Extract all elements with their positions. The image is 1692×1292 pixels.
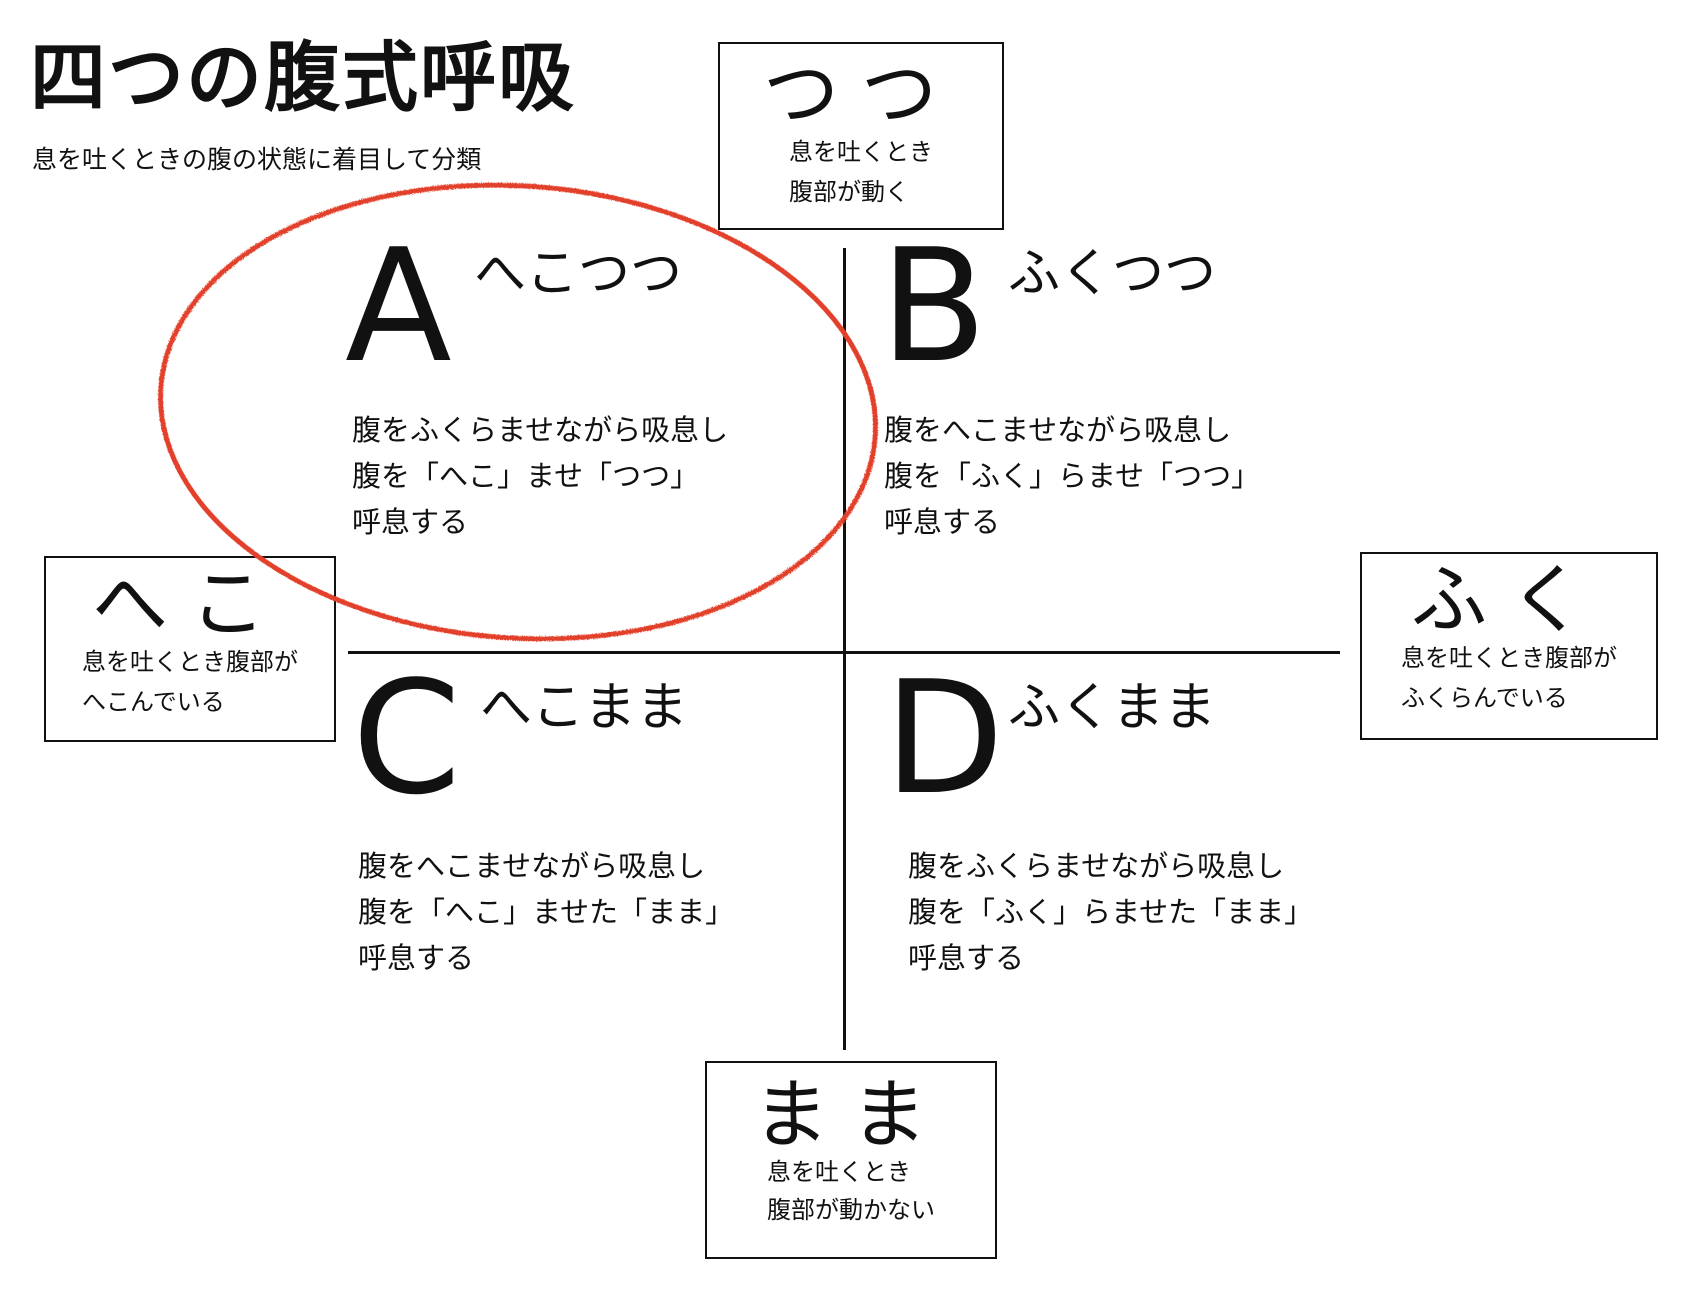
- axis-desc-line: 息を吐くとき腹部が: [82, 648, 298, 676]
- quadrant-b-description: 腹をへこませながら吸息し 腹を「ふく」らませ「つつ」 呼息する: [884, 407, 1260, 545]
- axis-label-heko: へこ: [92, 559, 288, 648]
- axis-desc-line: 息を吐くとき腹部が: [1401, 644, 1617, 672]
- quadrant-c-letter: C: [352, 647, 461, 829]
- axis-label-fuku: ふく: [1411, 555, 1607, 644]
- horizontal-axis-line: [348, 651, 1340, 654]
- page-title: 四つの腹式呼吸: [30, 33, 576, 122]
- axis-desc-line: へこんでいる: [82, 688, 225, 716]
- quadrant-a-description: 腹をふくらませながら吸息し 腹を「へこ」ませ「つつ」 呼息する: [352, 407, 728, 545]
- axis-box-heko: へこ 息を吐くとき腹部が へこんでいる: [44, 556, 336, 742]
- axis-desc-line: 腹部が動かない: [767, 1196, 935, 1224]
- quadrant-d-letter: D: [884, 647, 1005, 829]
- axis-label-tsutsu: つつ: [763, 49, 959, 138]
- quadrant-c-description: 腹をへこませながら吸息し 腹を「へこ」ませた「まま」 呼息する: [358, 843, 734, 981]
- quadrant-desc-line: 呼息する: [352, 505, 469, 539]
- axis-desc-tsutsu: 息を吐くとき 腹部が動く: [789, 132, 933, 212]
- quadrant-a-letter: A: [345, 215, 452, 397]
- quadrant-desc-line: 腹をふくらませながら吸息し: [908, 849, 1285, 883]
- vertical-axis-line: [843, 248, 846, 1050]
- quadrant-desc-line: 腹をへこませながら吸息し: [358, 849, 706, 883]
- axis-box-tsutsu: つつ 息を吐くとき 腹部が動く: [718, 42, 1004, 230]
- axis-label-mama: まま: [753, 1070, 949, 1159]
- quadrant-desc-line: 呼息する: [358, 941, 475, 975]
- axis-desc-fuku: 息を吐くとき腹部が ふくらんでいる: [1401, 638, 1617, 718]
- page-subtitle: 息を吐くときの腹の状態に着目して分類: [32, 145, 482, 174]
- quadrant-a-name: へこつつ: [474, 244, 683, 304]
- axis-desc-heko: 息を吐くとき腹部が へこんでいる: [82, 642, 298, 722]
- quadrant-d-name: ふくまま: [1008, 678, 1217, 738]
- quadrant-c-name: へこまま: [480, 678, 689, 738]
- quadrant-desc-line: 腹を「ふく」らませ「つつ」: [884, 459, 1261, 493]
- axis-desc-mama: 息を吐くとき 腹部が動かない: [767, 1153, 935, 1229]
- axis-desc-line: 息を吐くとき: [767, 1158, 911, 1186]
- quadrant-b-letter: B: [880, 215, 988, 397]
- axis-desc-line: 腹部が動く: [789, 178, 909, 206]
- quadrant-desc-line: 呼息する: [908, 941, 1025, 975]
- axis-desc-line: 息を吐くとき: [789, 138, 933, 166]
- quadrant-d-description: 腹をふくらませながら吸息し 腹を「ふく」らませた「まま」 呼息する: [908, 843, 1313, 981]
- quadrant-desc-line: 腹を「へこ」ませた「まま」: [358, 895, 735, 929]
- quadrant-desc-line: 腹をふくらませながら吸息し: [352, 413, 729, 447]
- quadrant-desc-line: 腹を「へこ」ませ「つつ」: [352, 459, 700, 493]
- quadrant-b-name: ふくつつ: [1008, 244, 1217, 304]
- axis-box-fuku: ふく 息を吐くとき腹部が ふくらんでいる: [1360, 552, 1658, 740]
- axis-desc-line: ふくらんでいる: [1401, 684, 1568, 712]
- axis-box-mama: まま 息を吐くとき 腹部が動かない: [705, 1061, 997, 1259]
- quadrant-desc-line: 腹をへこませながら吸息し: [884, 413, 1232, 447]
- quadrant-desc-line: 腹を「ふく」らませた「まま」: [908, 895, 1314, 929]
- quadrant-desc-line: 呼息する: [884, 505, 1001, 539]
